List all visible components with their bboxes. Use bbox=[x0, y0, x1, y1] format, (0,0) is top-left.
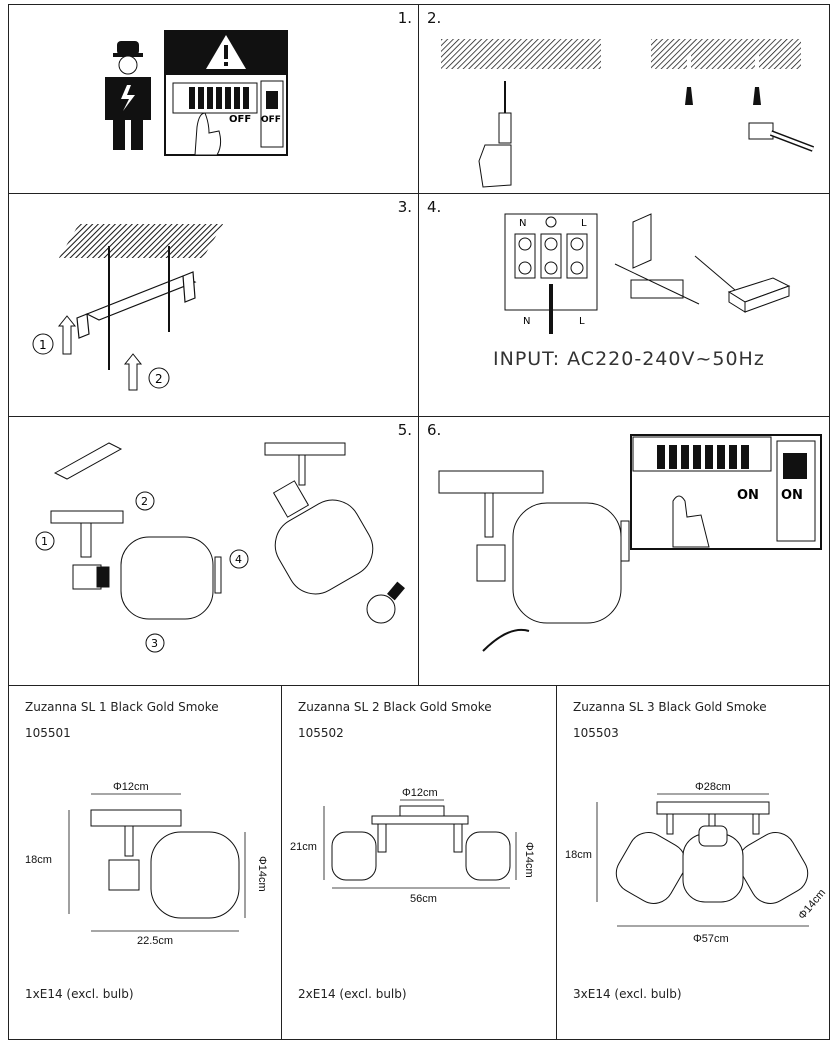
dimension-drawing: Φ28cm 18cm Φ57cm Φ14cm bbox=[565, 781, 828, 945]
ceiling-icon bbox=[441, 39, 601, 69]
step-3-panel: 3. 1 2 bbox=[8, 193, 419, 417]
svg-text:Φ14cm: Φ14cm bbox=[256, 856, 268, 892]
svg-text:1: 1 bbox=[41, 535, 48, 548]
junction-box-icon bbox=[694, 255, 791, 313]
dimension-drawing: Φ12cm 21cm Φ14cm 56cm bbox=[290, 787, 535, 905]
product-panel-3: Zuzanna SL 3 Black Gold Smoke 105503 Φ28… bbox=[556, 685, 830, 1040]
step-number: 3. bbox=[397, 198, 412, 216]
product-bulb-info: 1xE14 (excl. bulb) bbox=[25, 987, 134, 1001]
step-marker-icon bbox=[35, 531, 55, 551]
fixture-assembly-illustration: 1 2 3 4 bbox=[35, 442, 405, 653]
bulb-icon bbox=[366, 594, 396, 624]
step-number: 6. bbox=[427, 421, 442, 439]
svg-text:56cm: 56cm bbox=[410, 893, 437, 905]
product-panel-2: Zuzanna SL 2 Black Gold Smoke 105502 Φ12… bbox=[281, 685, 557, 1040]
svg-text:Φ14cm: Φ14cm bbox=[523, 842, 535, 878]
svg-text:4: 4 bbox=[235, 553, 242, 566]
bracket-icon bbox=[50, 442, 124, 558]
svg-text:18cm: 18cm bbox=[25, 854, 52, 866]
wiring-illustration: N L N L bbox=[504, 213, 791, 334]
drill-icon bbox=[478, 81, 512, 188]
step-4-panel: 4. N L N L INPUT: AC220-240V~50Hz bbox=[418, 193, 830, 417]
step-6-panel: 6. ON ON bbox=[418, 416, 830, 686]
step-marker-icon bbox=[135, 491, 155, 511]
product-code: 105502 bbox=[298, 726, 344, 740]
product-title: Zuzanna SL 3 Black Gold Smoke bbox=[573, 700, 767, 714]
ceiling-icon bbox=[651, 39, 801, 69]
bracket-mounting-illustration: 1 2 bbox=[32, 224, 223, 391]
svg-text:Φ57cm: Φ57cm bbox=[693, 933, 729, 945]
svg-text:3: 3 bbox=[151, 637, 158, 650]
electrician-icon bbox=[105, 41, 151, 150]
svg-text:1: 1 bbox=[39, 338, 47, 352]
product-title: Zuzanna SL 2 Black Gold Smoke bbox=[298, 700, 492, 714]
product-bulb-info: 3xE14 (excl. bulb) bbox=[573, 987, 682, 1001]
svg-text:N: N bbox=[519, 218, 526, 229]
on-label: ON bbox=[781, 488, 803, 503]
power-on-illustration: ON ON bbox=[438, 434, 822, 652]
step-number: 1. bbox=[397, 9, 412, 27]
product-code: 105503 bbox=[573, 726, 619, 740]
svg-text:2: 2 bbox=[141, 495, 148, 508]
step-number: 5. bbox=[397, 421, 412, 439]
spotlight-icon bbox=[72, 536, 222, 620]
ground-icon bbox=[545, 216, 557, 228]
product-bulb-info: 2xE14 (excl. bulb) bbox=[298, 987, 407, 1001]
dimension-drawing: Φ12cm 18cm Φ14cm 22.5cm bbox=[25, 781, 268, 947]
hammer-icon bbox=[748, 122, 815, 152]
step-number: 4. bbox=[427, 198, 442, 216]
svg-text:Φ14cm: Φ14cm bbox=[796, 887, 828, 922]
step-2-panel: 2. bbox=[418, 4, 830, 194]
step-marker-icon bbox=[229, 549, 249, 569]
on-label: ON bbox=[737, 488, 759, 503]
rotate-arrow-icon bbox=[482, 629, 530, 652]
svg-text:2: 2 bbox=[155, 372, 163, 386]
step-marker-icon bbox=[148, 367, 170, 389]
drilling-illustration bbox=[441, 39, 815, 188]
ceiling-icon bbox=[59, 224, 223, 258]
off-label: OFF bbox=[261, 115, 281, 125]
svg-text:Φ12cm: Φ12cm bbox=[113, 781, 149, 793]
product-panel-1: Zuzanna SL 1 Black Gold Smoke 105501 Φ12… bbox=[8, 685, 282, 1040]
svg-text:Φ12cm: Φ12cm bbox=[402, 787, 438, 799]
svg-text:Φ28cm: Φ28cm bbox=[695, 781, 731, 793]
svg-text:N: N bbox=[523, 316, 530, 327]
connector-icon bbox=[614, 213, 700, 305]
arrow-up-icon bbox=[123, 353, 143, 391]
product-code: 105501 bbox=[25, 726, 71, 740]
arrow-up-icon bbox=[57, 315, 77, 355]
svg-text:L: L bbox=[579, 316, 585, 327]
svg-text:21cm: 21cm bbox=[290, 841, 317, 853]
step-5-panel: 5. 1 2 3 4 bbox=[8, 416, 419, 686]
spotlight-tilted-icon bbox=[264, 442, 374, 595]
step-number: 2. bbox=[427, 9, 442, 27]
input-voltage-label: INPUT: AC220-240V~50Hz bbox=[493, 348, 765, 370]
step-marker-icon bbox=[32, 333, 54, 355]
step-1-panel: 1. OFF OFF bbox=[8, 4, 419, 194]
power-off-illustration: OFF OFF bbox=[105, 30, 288, 156]
svg-text:L: L bbox=[581, 218, 587, 229]
step-marker-icon bbox=[145, 633, 165, 653]
svg-text:22.5cm: 22.5cm bbox=[137, 935, 173, 947]
anchor-icon bbox=[685, 87, 761, 105]
bracket-icon bbox=[76, 271, 197, 339]
svg-text:18cm: 18cm bbox=[565, 849, 592, 861]
off-label: OFF bbox=[229, 114, 251, 125]
spotlight-icon bbox=[438, 470, 630, 624]
product-title: Zuzanna SL 1 Black Gold Smoke bbox=[25, 700, 219, 714]
